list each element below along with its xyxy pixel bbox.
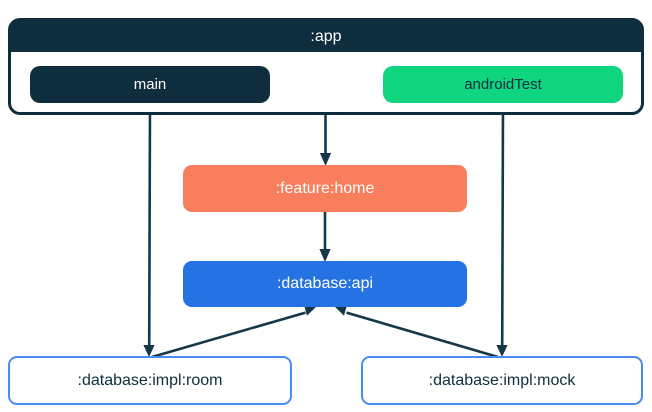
node-app-label: :app [310,27,342,45]
node-database-api[interactable]: :database:api [183,261,467,307]
arrowhead-down-icon [319,153,332,166]
edge-line [346,311,499,359]
edge-database-impl-mock-to-database-api [334,305,499,359]
sourceset-main-label: main [133,76,167,93]
database-api-label: :database:api [276,275,374,292]
edge-main-to-database-impl-room [143,102,155,357]
arrowhead-down-icon [496,345,508,357]
database-impl-room-label: :database:impl:room [77,371,223,389]
node-app-header: :app [11,21,641,52]
edge-line [151,311,306,359]
arrowhead-up-left-icon [334,305,348,316]
arrowhead-down-icon [319,249,331,262]
edge-androidtest-to-database-impl-mock [496,102,508,357]
arrowhead-down-icon [143,345,155,357]
edge-feature-home-to-database-api [319,212,331,262]
node-sourceset-androidtest[interactable]: androidTest [383,66,623,103]
node-database-impl-mock[interactable]: :database:impl:mock [361,356,643,405]
feature-home-label: :feature:home [275,179,375,197]
node-feature-home[interactable]: :feature:home [183,165,467,212]
arrowhead-up-right-icon [304,305,317,316]
edge-app-to-feature-home [319,114,332,166]
sourceset-androidtest-label: androidTest [464,76,542,93]
edge-line [500,102,505,347]
edge-database-impl-room-to-database-api [151,305,317,359]
edge-line [147,102,152,347]
database-impl-mock-label: :database:impl:mock [428,371,576,389]
node-database-impl-room[interactable]: :database:impl:room [8,356,292,405]
node-sourceset-main[interactable]: main [30,66,270,103]
